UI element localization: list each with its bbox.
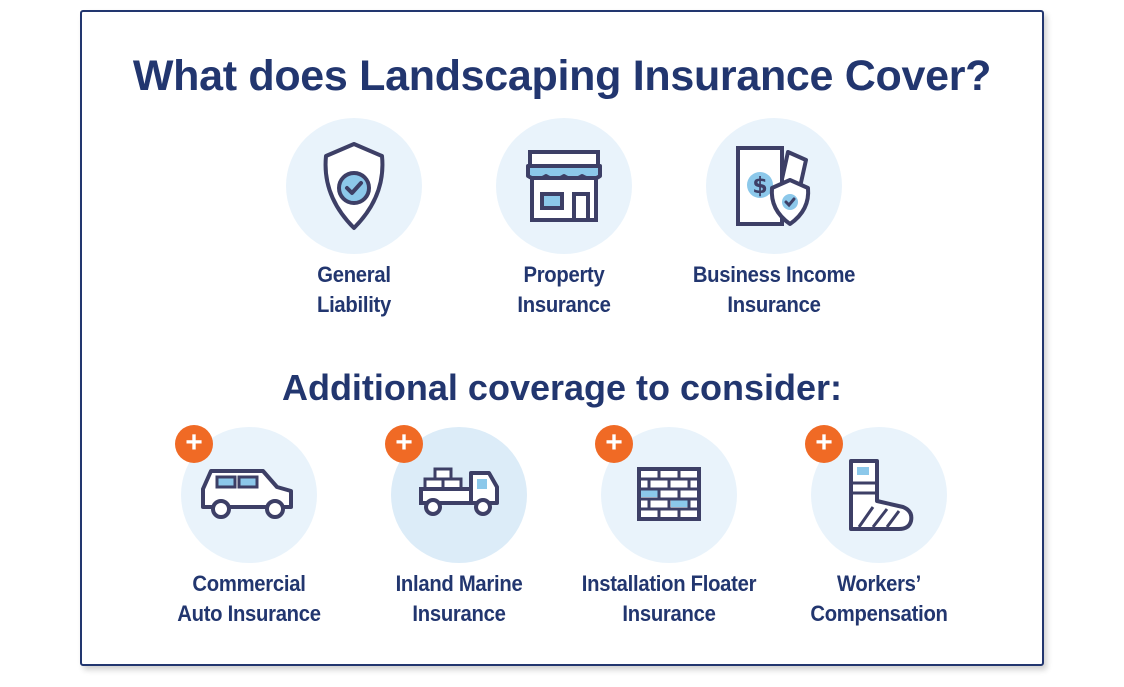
shield-check-icon <box>323 142 385 230</box>
label-line-2: Insurance <box>412 601 506 626</box>
storefront-icon <box>526 150 602 222</box>
label-line-1: Inland Marine <box>395 571 523 596</box>
car-icon <box>201 469 293 519</box>
coverage-label: Inland Marine Insurance <box>358 569 560 629</box>
label-line-1: Property <box>523 262 605 287</box>
leg-cast-icon <box>849 459 914 531</box>
icon-circle: + <box>175 425 317 563</box>
coverage-label: Installation Floater Insurance <box>568 569 770 629</box>
coverage-workers-compensation: + Workers’ Compensation <box>769 425 989 629</box>
coverage-installation-floater: + Installation Floater Insurance <box>559 425 779 629</box>
coverage-business-income: $ Business Income Insurance <box>664 118 884 320</box>
svg-text:$: $ <box>752 174 767 199</box>
label-line-1: Business Income <box>692 262 856 287</box>
coverage-label: Business Income Insurance <box>673 260 875 320</box>
coverage-label: Workers’ Compensation <box>778 569 980 629</box>
money-shield-icon: $ <box>736 146 811 226</box>
infographic-card: What does Landscaping Insurance Cover? G… <box>80 10 1044 666</box>
icon-circle: + <box>385 425 527 563</box>
section-subtitle: Additional coverage to consider: <box>281 367 843 408</box>
label-line-2: Compensation <box>810 601 948 626</box>
label-line-1: Workers’ <box>836 571 922 596</box>
coverage-label: General Liability <box>253 260 455 320</box>
label-line-1: Installation Floater <box>581 571 757 596</box>
icon-circle: + <box>595 425 737 563</box>
icon-circle: + <box>805 425 947 563</box>
plus-icon: + <box>175 425 213 463</box>
icon-circle: $ <box>706 118 842 254</box>
plus-icon: + <box>805 425 843 463</box>
coverage-label: Commercial Auto Insurance <box>148 569 350 629</box>
page-title: What does Landscaping Insurance Cover? <box>132 52 992 100</box>
label-line-2: Liability <box>316 292 392 317</box>
coverage-inland-marine: + Inland Marine Insurance <box>349 425 569 629</box>
plus-icon: + <box>595 425 633 463</box>
truck-cargo-icon <box>419 467 499 516</box>
plus-icon: + <box>385 425 423 463</box>
icon-circle <box>286 118 422 254</box>
label-line-2: Auto Insurance <box>177 601 321 626</box>
brick-wall-icon <box>637 467 701 521</box>
label-line-2: Insurance <box>727 292 821 317</box>
label-line-2: Insurance <box>622 601 716 626</box>
label-line-1: Commercial <box>192 571 306 596</box>
coverage-label: Property Insurance <box>463 260 665 320</box>
coverage-general-liability: General Liability <box>244 118 464 320</box>
coverage-commercial-auto: + Commercial Auto Insurance <box>139 425 359 629</box>
label-line-2: Insurance <box>517 292 611 317</box>
icon-circle <box>496 118 632 254</box>
label-line-1: General <box>317 262 391 287</box>
coverage-property-insurance: Property Insurance <box>454 118 674 320</box>
